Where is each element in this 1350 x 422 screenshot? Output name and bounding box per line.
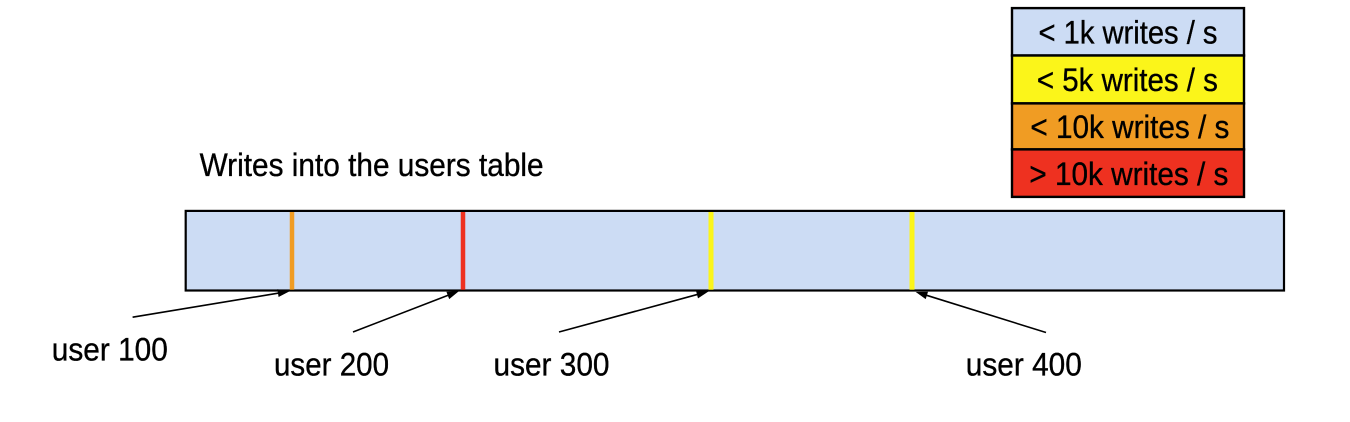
svg-text:< 1k writes / s: < 1k writes / s — [1039, 15, 1218, 51]
svg-text:user 400: user 400 — [966, 347, 1082, 383]
svg-text:< 5k writes / s: < 5k writes / s — [1037, 62, 1218, 98]
svg-text:user 300: user 300 — [494, 347, 610, 383]
svg-text:> 10k writes / s: > 10k writes / s — [1029, 156, 1228, 192]
svg-text:Writes into the users table: Writes into the users table — [200, 147, 544, 183]
svg-text:user 200: user 200 — [274, 347, 389, 383]
svg-text:< 10k writes / s: < 10k writes / s — [1030, 109, 1229, 145]
svg-text:user 100: user 100 — [52, 332, 168, 368]
